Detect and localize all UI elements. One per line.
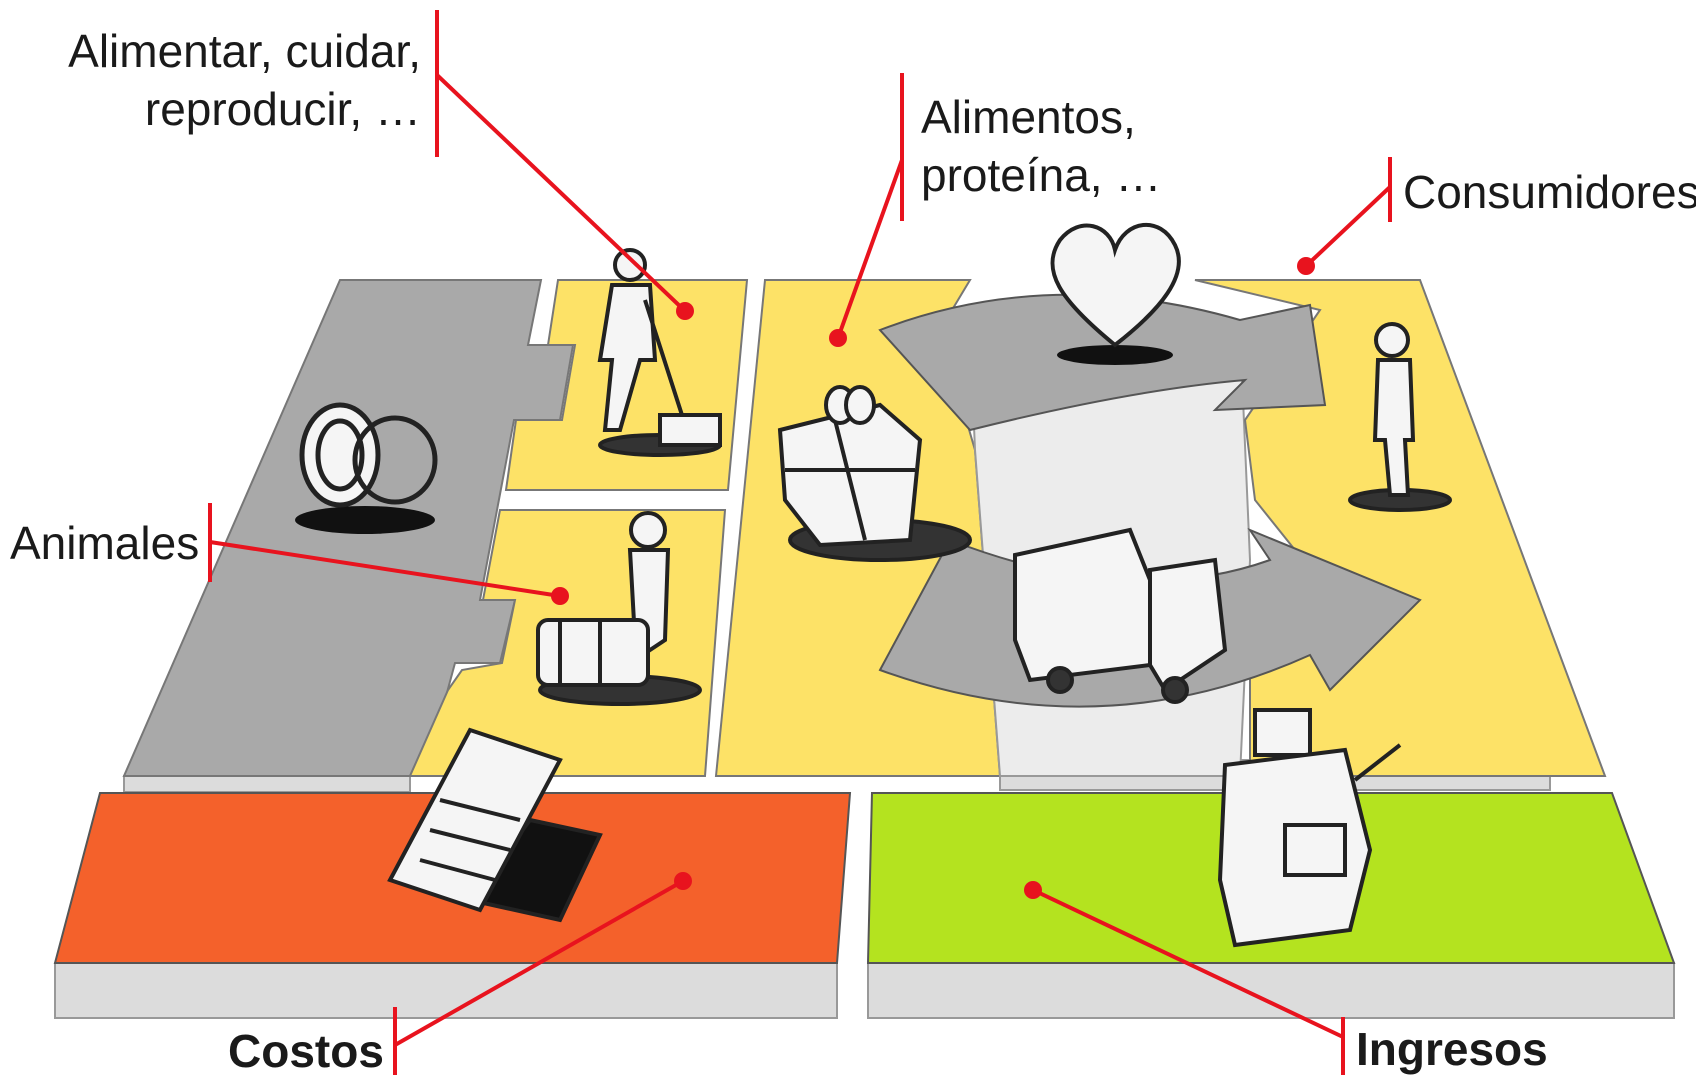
customers-label: Consumidores	[1403, 166, 1696, 218]
costs-label: Costos	[228, 1025, 384, 1075]
heart-icon	[1050, 222, 1181, 365]
callout-resources	[208, 503, 569, 605]
callout-revenue	[1024, 881, 1345, 1075]
worker-crate-icon	[536, 511, 702, 706]
value-proposition-label: Alimentos, proteína, …	[921, 91, 1162, 201]
callout-customers	[1297, 157, 1392, 275]
person-digging-icon	[597, 248, 722, 457]
callout-activities	[435, 10, 694, 320]
resources-label: Animales	[10, 517, 200, 569]
cash-register-icon	[1217, 708, 1402, 948]
gift-box-icon	[777, 385, 972, 562]
callout-value	[829, 73, 904, 347]
contract-paper-icon	[387, 727, 603, 923]
rings-icon	[295, 402, 438, 534]
delivery-truck-icon	[1013, 527, 1228, 704]
customer-person-icon	[1348, 322, 1452, 512]
activities-label: Alimentar, cuidar, reproducir, …	[68, 25, 421, 135]
callout-costs	[393, 872, 692, 1075]
revenue-label: Ingresos	[1356, 1023, 1548, 1075]
